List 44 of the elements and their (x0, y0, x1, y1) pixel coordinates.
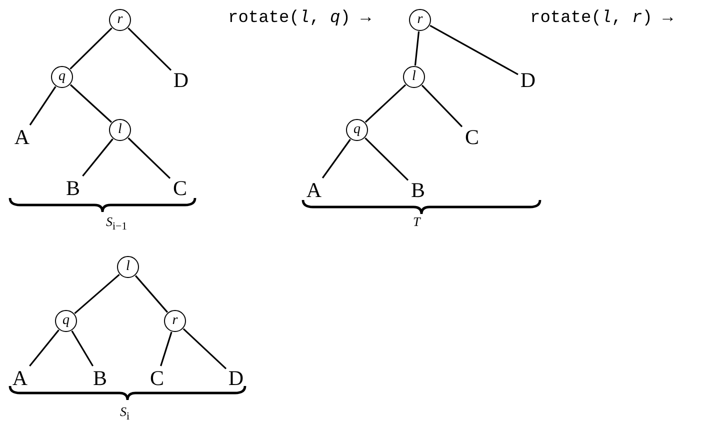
tree-node-circle: q (346, 119, 368, 141)
tree-edge (82, 138, 114, 176)
operation-label: rotate(l, r) → (530, 9, 673, 28)
tree-node-circle: r (164, 310, 186, 332)
tree-edge (128, 137, 171, 179)
leaf-label: B (409, 179, 427, 201)
tree-node-circle: r (109, 9, 131, 31)
tree-edge (128, 28, 172, 71)
tree-edge (430, 24, 518, 76)
tree-edge (74, 274, 120, 314)
leaf-label: A (305, 179, 323, 201)
tree-node-circle: q (51, 66, 73, 88)
tree-node-circle: l (109, 119, 131, 141)
operation-label: rotate(l, q) → (228, 9, 371, 28)
tree-node-circle: l (403, 66, 425, 88)
leaf-label: A (13, 126, 31, 148)
tree-edge (70, 27, 112, 70)
subtree-label: S$_{i−1}$ (106, 214, 128, 233)
leaf-label: C (171, 177, 189, 199)
tree-edge (134, 275, 168, 313)
tree-node-circle: q (55, 310, 77, 332)
tree-edge (414, 31, 420, 66)
tree-edge (364, 138, 409, 181)
tree-edge (364, 84, 406, 123)
leaf-label: D (172, 69, 190, 91)
tree-edge (421, 84, 463, 128)
tree-edge (160, 332, 172, 366)
leaf-label: D (227, 367, 245, 389)
leaf-label: C (463, 126, 481, 148)
tree-edge (182, 328, 227, 370)
tree-edge (70, 84, 112, 123)
tree-edge (322, 138, 351, 178)
leaf-label: A (11, 367, 29, 389)
leaf-label: B (64, 177, 82, 199)
leaf-label: C (148, 367, 166, 389)
tree-node-circle: l (117, 256, 139, 278)
leaf-label: B (91, 367, 109, 389)
tree-edge (29, 329, 60, 366)
subtree-label: S$_{i}$ (120, 404, 130, 423)
tree-node-circle: r (409, 9, 431, 31)
subtree-label: T (413, 214, 420, 230)
leaf-label: D (519, 69, 537, 91)
tree-edge (71, 330, 94, 366)
tree-edge (29, 86, 56, 126)
